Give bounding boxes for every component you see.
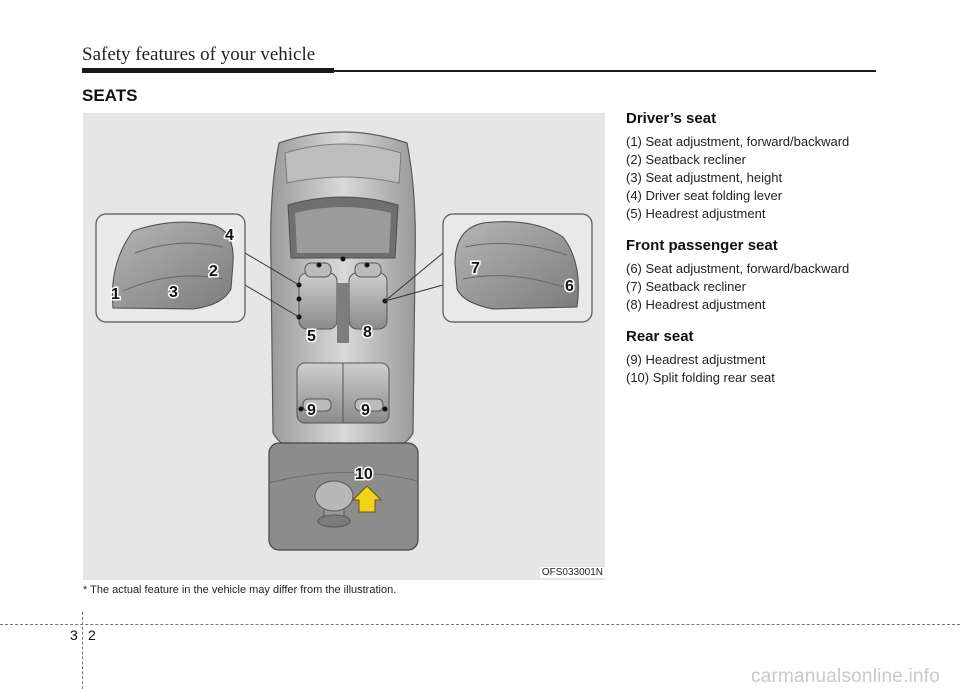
passenger-seat-inset: [442, 213, 593, 323]
group-title: Driver’s seat: [626, 110, 717, 127]
footer-divider: [0, 624, 960, 625]
callout-9-left: 9: [307, 402, 316, 419]
rear-seat-group: Rear seat (9) Headrest adjustment (10) S…: [626, 328, 916, 387]
list-item: (5) Headrest adjustment: [626, 206, 766, 221]
page-number: 2: [88, 627, 96, 643]
callout-10: 10: [355, 466, 373, 483]
group-title: Rear seat: [626, 328, 694, 345]
driver-seat-inset: [95, 213, 246, 323]
seats-illustration-svg: 1 2 3 4 5 6 7 8 9 9 10: [95, 131, 593, 551]
connector-lines: [244, 252, 444, 318]
section-title: SEATS: [82, 86, 138, 105]
footnote: * The actual feature in the vehicle may …: [83, 584, 397, 596]
rear-seat-knob-inset: [268, 442, 419, 551]
list-item: (6) Seat adjustment, forward/backward: [626, 261, 850, 276]
callout-3: 3: [169, 284, 178, 301]
seats-illustration: 1 2 3 4 5 6 7 8 9 9 10 OFS033001N: [83, 113, 605, 580]
page-chapter: 3: [70, 627, 78, 643]
driver-seat-group: Driver’s seat (1) Seat adjustment, forwa…: [626, 110, 916, 223]
list-item: (9) Headrest adjustment: [626, 352, 766, 367]
seat-descriptions: Driver’s seat (1) Seat adjustment, forwa…: [626, 110, 916, 401]
list-item: (4) Driver seat folding lever: [626, 188, 783, 203]
callout-7: 7: [471, 260, 480, 277]
image-code: OFS033001N: [539, 567, 605, 578]
callout-8: 8: [363, 324, 372, 341]
list-item: (10) Split folding rear seat: [626, 370, 775, 385]
callout-6: 6: [565, 278, 574, 295]
callout-2: 2: [209, 263, 218, 280]
list-item: (7) Seatback recliner: [626, 279, 746, 294]
callout-1: 1: [111, 286, 120, 303]
header-rule-thin: [334, 70, 876, 72]
list-item: (1) Seat adjustment, forward/backward: [626, 134, 850, 149]
arrow-up-icon: [351, 485, 383, 513]
header-title: Safety features of your vehicle: [82, 44, 316, 65]
callout-labels: 1 2 3 4 5 6 7 8 9 9 10: [110, 226, 576, 485]
list-item: (3) Seat adjustment, height: [626, 170, 783, 185]
front-passenger-seat-group: Front passenger seat (6) Seat adjustment…: [626, 237, 916, 314]
watermark: carmanualsonline.info: [750, 666, 940, 687]
car-top-view: [270, 131, 416, 452]
group-title: Front passenger seat: [626, 237, 778, 254]
callout-9-right: 9: [361, 402, 370, 419]
list-item: (8) Headrest adjustment: [626, 297, 766, 312]
list-item: (2) Seatback recliner: [626, 152, 746, 167]
footer-vertical-divider: [82, 612, 83, 689]
callout-4: 4: [225, 227, 234, 244]
header-rule-thick: [82, 68, 334, 73]
callout-5: 5: [307, 328, 316, 345]
